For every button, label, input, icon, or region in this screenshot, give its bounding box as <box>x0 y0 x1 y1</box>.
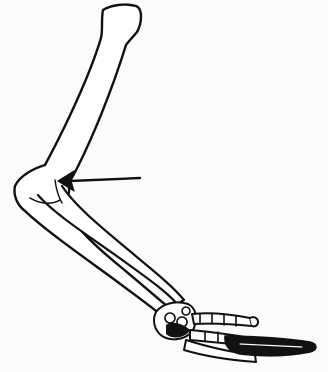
ulna-bone <box>25 203 167 314</box>
arrow-shaft <box>70 178 140 181</box>
metacarpal-bone <box>192 313 252 326</box>
humerus-bone <box>40 5 141 188</box>
carpal-bone <box>182 307 190 315</box>
radius-bone <box>38 186 184 304</box>
carpal-bone <box>165 313 175 323</box>
